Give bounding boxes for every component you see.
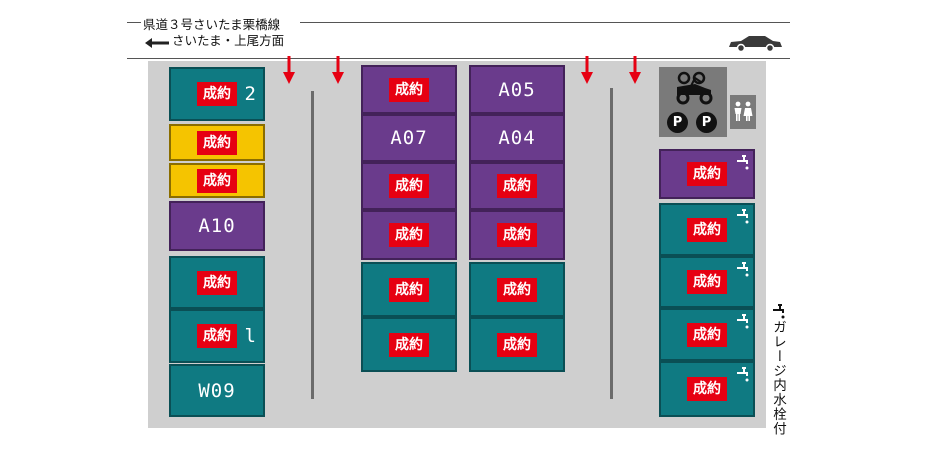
- parking-slot[interactable]: 成約: [169, 256, 265, 309]
- parking-slot[interactable]: 成約: [169, 163, 265, 198]
- parking-area-box: P P: [659, 67, 727, 137]
- faucet-icon: [735, 365, 751, 382]
- parking-slot[interactable]: 成約: [361, 262, 457, 317]
- parking-icon-1: P: [667, 112, 688, 133]
- parking-slot[interactable]: 成約: [659, 149, 755, 199]
- contracted-badge: 成約: [687, 322, 727, 347]
- parking-slot[interactable]: 成約: [659, 308, 755, 361]
- contracted-badge: 成約: [389, 277, 429, 302]
- lane-line-left: [311, 91, 314, 399]
- parking-slot[interactable]: A05: [469, 65, 565, 114]
- contracted-badge: 成約: [389, 332, 429, 357]
- lane-line-right: [610, 88, 613, 399]
- faucet-note: ガレージ内水栓付: [770, 320, 786, 436]
- down-arrow-icon-3: [581, 56, 593, 84]
- left-arrow-icon: [145, 33, 169, 48]
- contracted-badge: 成約: [389, 174, 429, 198]
- slot-code: 2: [244, 83, 257, 105]
- parking-slot[interactable]: A10: [169, 201, 265, 251]
- slot-code: A04: [498, 127, 536, 149]
- contracted-badge: 成約: [197, 168, 237, 193]
- parking-slot[interactable]: 成約: [361, 210, 457, 260]
- faucet-icon: [735, 207, 751, 224]
- slot-code: A05: [498, 78, 536, 101]
- parking-slot[interactable]: A07: [361, 114, 457, 162]
- parking-slot[interactable]: 2 成約: [169, 67, 265, 121]
- slot-code: l: [244, 325, 257, 347]
- parking-slot[interactable]: l 成約: [169, 309, 265, 363]
- contracted-badge: 成約: [497, 223, 537, 247]
- car-icon: [727, 34, 783, 53]
- contracted-badge: 成約: [197, 82, 237, 106]
- contracted-badge: 成約: [497, 277, 537, 302]
- slot-code: A07: [390, 127, 428, 149]
- road-line-top-left: [127, 22, 141, 23]
- parking-slot[interactable]: 成約: [469, 210, 565, 260]
- direction-label: さいたま・上尾方面: [172, 33, 285, 48]
- contracted-badge: 成約: [197, 270, 237, 295]
- parking-slot[interactable]: 成約: [469, 262, 565, 317]
- contracted-badge: 成約: [687, 217, 727, 242]
- parking-slot[interactable]: 成約: [659, 361, 755, 417]
- parking-slot[interactable]: 成約: [361, 65, 457, 114]
- parking-slot[interactable]: 成約: [169, 124, 265, 161]
- contracted-badge: 成約: [197, 324, 237, 348]
- parking-slot[interactable]: 成約: [469, 317, 565, 372]
- contracted-badge: 成約: [389, 77, 429, 102]
- road-line-top: [300, 22, 790, 23]
- parking-slot[interactable]: A04: [469, 114, 565, 162]
- contracted-badge: 成約: [687, 162, 727, 186]
- parking-slot[interactable]: 成約: [659, 203, 755, 256]
- parking-slot[interactable]: 成約: [659, 256, 755, 308]
- down-arrow-icon-1: [283, 56, 295, 84]
- down-arrow-icon-2: [332, 56, 344, 84]
- contracted-badge: 成約: [497, 174, 537, 198]
- road-line-bottom: [127, 58, 790, 59]
- contracted-badge: 成約: [687, 377, 727, 401]
- slot-code: A10: [198, 215, 236, 237]
- faucet-icon: [735, 312, 751, 329]
- parking-slot[interactable]: 成約: [361, 162, 457, 210]
- faucet-icon: [735, 153, 751, 170]
- bicycle-motorcycle-icon: [673, 70, 715, 106]
- slot-code: W09: [198, 379, 236, 402]
- contracted-badge: 成約: [687, 270, 727, 294]
- contracted-badge: 成約: [389, 223, 429, 247]
- contracted-badge: 成約: [497, 332, 537, 357]
- road-name: 県道３号さいたま栗橋線: [143, 17, 281, 32]
- down-arrow-icon-4: [629, 56, 641, 84]
- faucet-note-icon: [772, 303, 788, 319]
- contracted-badge: 成約: [197, 130, 237, 155]
- faucet-icon: [735, 260, 751, 277]
- restroom-icon: [730, 95, 756, 129]
- parking-slot[interactable]: 成約: [361, 317, 457, 372]
- parking-slot[interactable]: 成約: [469, 162, 565, 210]
- parking-slot[interactable]: W09: [169, 364, 265, 417]
- parking-icon-2: P: [696, 112, 717, 133]
